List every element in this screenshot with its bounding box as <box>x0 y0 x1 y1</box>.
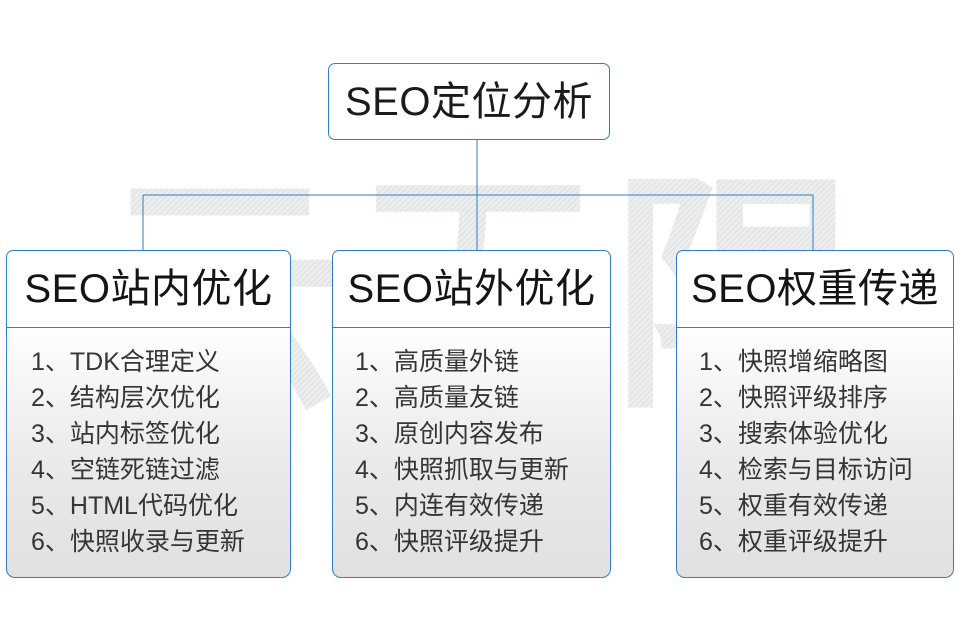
list-item: 4、空链死链过滤 <box>31 456 220 484</box>
list-item: 1、高质量外链 <box>355 348 519 376</box>
list-item: 3、站内标签优化 <box>31 420 220 448</box>
item-list-2: 1、快照增缩略图 2、快照评级排序 3、搜索体验优化 4、检索与目标访问 5、权… <box>699 344 953 560</box>
list-item: 5、HTML代码优化 <box>31 492 238 520</box>
list-item: 6、权重评级提升 <box>699 528 888 556</box>
column-body-1: 1、高质量外链 2、高质量友链 3、原创内容发布 4、快照抓取与更新 5、内连有… <box>332 328 611 578</box>
list-item: 5、权重有效传递 <box>699 492 888 520</box>
list-item: 2、快照评级排序 <box>699 384 888 412</box>
list-item: 6、快照评级提升 <box>355 528 544 556</box>
column-title-2: SEO权重传递 <box>691 267 939 311</box>
item-list-1: 1、高质量外链 2、高质量友链 3、原创内容发布 4、快照抓取与更新 5、内连有… <box>355 344 610 560</box>
list-item: 3、原创内容发布 <box>355 420 544 448</box>
root-node[interactable]: SEO定位分析 <box>328 63 610 140</box>
list-item: 2、结构层次优化 <box>31 384 220 412</box>
column-title-1: SEO站外优化 <box>347 267 596 311</box>
list-item: 6、快照收录与更新 <box>31 528 245 556</box>
list-item: 1、快照增缩略图 <box>699 348 888 376</box>
column-header-1[interactable]: SEO站外优化 <box>332 250 611 328</box>
list-item: 2、高质量友链 <box>355 384 519 412</box>
column-body-2: 1、快照增缩略图 2、快照评级排序 3、搜索体验优化 4、检索与目标访问 5、权… <box>676 328 954 578</box>
item-list-0: 1、TDK合理定义 2、结构层次优化 3、站内标签优化 4、空链死链过滤 5、H… <box>31 344 290 560</box>
list-item: 5、内连有效传递 <box>355 492 544 520</box>
column-header-0[interactable]: SEO站内优化 <box>6 250 291 328</box>
list-item: 4、检索与目标访问 <box>699 456 913 484</box>
column-seo-onsite: SEO站内优化 1、TDK合理定义 2、结构层次优化 3、站内标签优化 4、空链… <box>6 250 291 578</box>
list-item: 4、快照抓取与更新 <box>355 456 569 484</box>
column-seo-offsite: SEO站外优化 1、高质量外链 2、高质量友链 3、原创内容发布 4、快照抓取与… <box>332 250 611 578</box>
column-title-0: SEO站内优化 <box>24 267 273 311</box>
list-item: 1、TDK合理定义 <box>31 348 220 376</box>
column-seo-weight-transfer: SEO权重传递 1、快照增缩略图 2、快照评级排序 3、搜索体验优化 4、检索与… <box>676 250 954 578</box>
column-body-0: 1、TDK合理定义 2、结构层次优化 3、站内标签优化 4、空链死链过滤 5、H… <box>6 328 291 578</box>
root-node-title: SEO定位分析 <box>345 79 593 124</box>
column-header-2[interactable]: SEO权重传递 <box>676 250 954 328</box>
list-item: 3、搜索体验优化 <box>699 420 888 448</box>
